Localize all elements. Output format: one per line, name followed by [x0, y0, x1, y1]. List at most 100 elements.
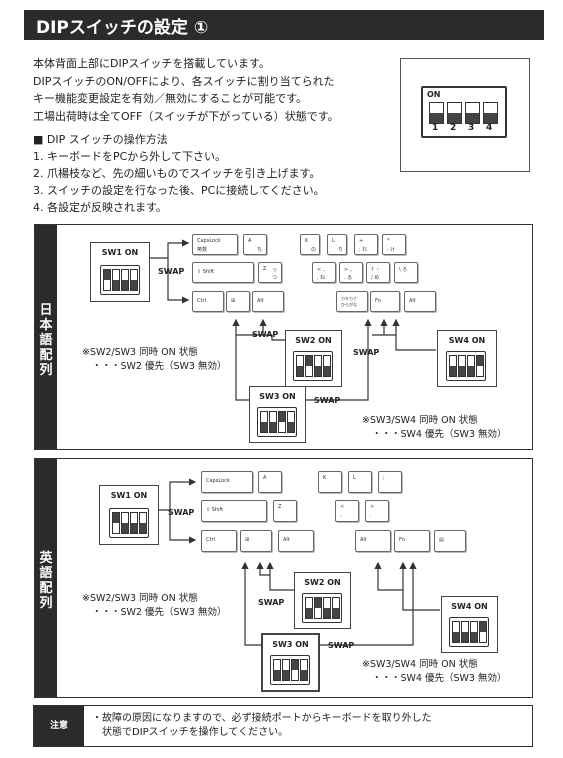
- page-header: DIPスイッチの設定 ①: [24, 10, 544, 40]
- jp-side-char: 列: [39, 363, 53, 378]
- jp-swap-label-2: SWAP: [252, 330, 279, 339]
- us-sw4-box: SW4 ON: [441, 596, 498, 653]
- jp-key-period: > 。. る: [339, 262, 363, 283]
- operation-steps: ■ DIP スイッチの操作方法 1. キーボードをPCから外して下さい。 2. …: [33, 131, 325, 216]
- jp-side-char: 語: [39, 333, 53, 348]
- jp-key-ctrl: Ctrl: [192, 291, 224, 312]
- us-swap-label-2: SWAP: [258, 598, 285, 607]
- dip-switch-3: [465, 102, 480, 124]
- dip-number: 4: [486, 123, 493, 133]
- operation-step: 2. 爪楊枝など、先の細いものでスイッチを引き上げます。: [33, 167, 321, 180]
- caution-label: 注意: [34, 706, 84, 746]
- dip-switch-icon: [293, 351, 333, 381]
- dip-switch-icon: [446, 351, 486, 381]
- caution-text: ・故障の原因になりますので、必ず接続ポートからキーボードを取り外した 状態でDI…: [92, 713, 432, 738]
- page-title: DIPスイッチの設定 ①: [36, 18, 209, 38]
- dip-switch-4: [483, 102, 498, 124]
- jp-sw4-box: SW4 ON: [437, 330, 497, 387]
- dip-number: 1: [432, 123, 439, 133]
- us-side-char: 配: [39, 581, 53, 596]
- us-key-alt: Alt: [278, 530, 314, 552]
- jp-swap-label-1: SWAP: [158, 267, 185, 276]
- us-key-fn: Fn: [394, 530, 430, 552]
- us-sw1-box: SW1 ON: [99, 485, 159, 545]
- us-key-win: ⊞: [240, 530, 272, 552]
- intro-line: 本体背面上部にDIPスイッチを搭載しています。: [33, 57, 270, 70]
- dip-on-label: ON: [427, 90, 441, 99]
- jp-key-win: ⊞: [226, 291, 250, 312]
- jp-key-comma: < 、, ね: [312, 262, 336, 283]
- dip-number: 2: [450, 123, 457, 133]
- jp-layout-panel: 日 本 語 配 列: [34, 224, 533, 450]
- operation-heading: ■ DIP スイッチの操作方法: [33, 133, 168, 146]
- us-key-menu: ▤: [434, 530, 466, 552]
- caution-box: 注意 ・故障の原因になりますので、必ず接続ポートからキーボードを取り外した 状態…: [33, 705, 533, 747]
- us-key-capslock: CapsLock: [201, 471, 253, 493]
- dip-switch-icon: [257, 407, 297, 437]
- jp-side-char: 配: [39, 348, 53, 363]
- us-key-k: K: [318, 471, 342, 493]
- jp-sw1-label: SW1 ON: [101, 248, 139, 257]
- us-side-char: 語: [39, 566, 53, 581]
- us-note-sw23: ※SW2/SW3 同時 ON 状態・・・SW2 優先（SW3 無効）: [82, 593, 227, 618]
- operation-step: 1. キーボードをPCから外して下さい。: [33, 150, 226, 163]
- us-side-char: 列: [39, 596, 53, 611]
- us-key-period: >.: [365, 500, 389, 522]
- intro-line: 工場出荷時は全てOFF（スイッチが下がっている）状態です。: [33, 109, 339, 123]
- jp-sw3-label: SW3 ON: [259, 392, 296, 401]
- jp-sw1-box: SW1 ON: [90, 242, 150, 302]
- us-sw3-label: SW3 ON: [272, 640, 309, 649]
- us-swap-label-3: SWAP: [328, 641, 355, 650]
- us-sw1-label: SW1 ON: [110, 491, 148, 500]
- us-side-label: 英 語 配 列: [35, 459, 57, 697]
- operation-step: 3. スイッチの設定を行なった後、PCに接続してください。: [33, 184, 325, 197]
- us-side-char: 英: [39, 551, 53, 566]
- dip-switch-icon: [302, 593, 342, 623]
- dip-switch-1: [429, 102, 444, 124]
- jp-swap-label-4: SWAP: [314, 396, 341, 405]
- jp-key-fn: Fn: [370, 291, 400, 312]
- jp-note-sw23: ※SW2/SW3 同時 ON 状態・・・SW2 優先（SW3 無効）: [82, 347, 227, 372]
- jp-key-colon: *: け: [382, 234, 406, 255]
- dip-number: 3: [468, 123, 475, 133]
- us-sw3-box: SW3 ON: [261, 633, 320, 692]
- jp-key-semicolon: +; れ: [354, 234, 378, 255]
- us-key-semicolon: ;: [378, 471, 402, 493]
- jp-key-ro: \ ろ: [394, 262, 418, 283]
- jp-key-shift: ⇧ Shift: [192, 262, 254, 283]
- dip-switch-icon: [109, 508, 149, 538]
- us-sw2-box: SW2 ON: [294, 572, 351, 629]
- jp-side-label: 日 本 語 配 列: [35, 225, 57, 449]
- jp-sw3-box: SW3 ON: [249, 386, 306, 443]
- intro-line: DIPスイッチのON/OFFにより、各スイッチに割り当てられた: [33, 74, 335, 88]
- us-key-shift: ⇧ Shift: [201, 500, 267, 522]
- jp-sw4-label: SW4 ON: [448, 336, 486, 345]
- us-swap-label-1: SWAP: [168, 508, 195, 517]
- operation-step: 4. 各設定が反映されます。: [33, 201, 167, 214]
- us-key-l: L: [348, 471, 372, 493]
- dip-switch-icon: [270, 655, 310, 685]
- jp-swap-label-3: SWAP: [353, 348, 380, 357]
- jp-sw2-box: SW2 ON: [285, 330, 342, 387]
- us-key-alt-right: Alt: [355, 530, 391, 552]
- dip-switch-2: [447, 102, 462, 124]
- us-key-comma: <,: [335, 500, 359, 522]
- us-key-ctrl: Ctrl: [201, 530, 237, 552]
- dip-switch-icon: [449, 617, 489, 647]
- dip-switch-illustration: ON 1 2 3 4: [421, 86, 507, 138]
- dip-switch-figure: ON 1 2 3 4: [400, 58, 530, 172]
- us-sw2-label: SW2 ON: [304, 578, 341, 587]
- jp-sw2-label: SW2 ON: [295, 336, 332, 345]
- jp-side-char: 本: [39, 318, 53, 333]
- jp-key-alt: Alt: [252, 291, 284, 312]
- us-note-sw34: ※SW3/SW4 同時 ON 状態・・・SW4 優先（SW3 無効）: [362, 659, 507, 684]
- intro-text: 本体背面上部にDIPスイッチを搭載しています。 DIPスイッチのON/OFFによ…: [33, 55, 339, 125]
- us-layout-panel: 英 語 配 列: [34, 458, 533, 698]
- dip-switch-icon: [100, 265, 140, 295]
